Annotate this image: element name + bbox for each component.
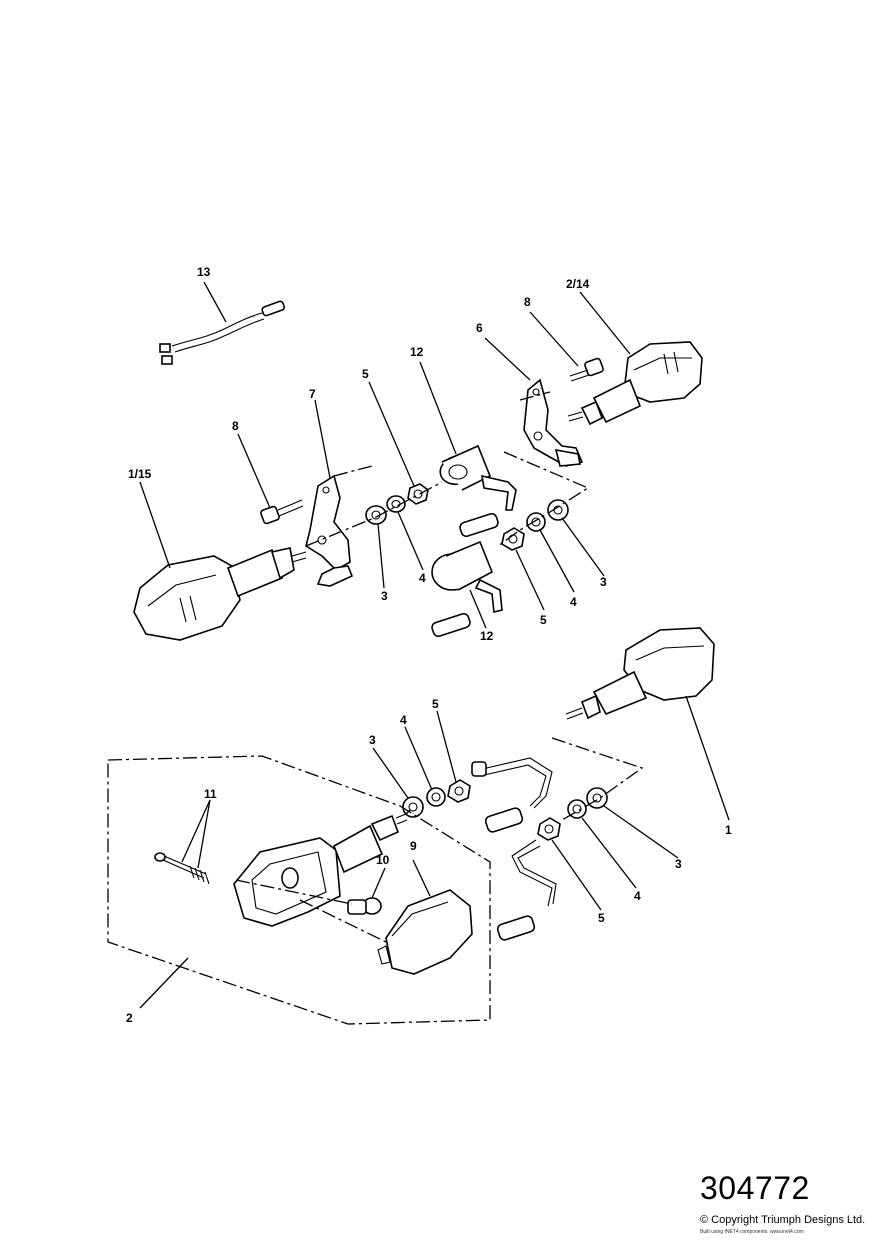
callout-8-top: 8	[524, 295, 531, 309]
callout-4-upper-left: 4	[419, 571, 426, 585]
callout-4-lower-left: 4	[400, 713, 407, 727]
callout-5-upper: 5	[362, 367, 369, 381]
indicator-body-2	[233, 813, 408, 927]
assembly-centerlines	[107, 391, 644, 1025]
callout-1-15: 1/15	[128, 467, 152, 481]
callout-7: 7	[309, 387, 316, 401]
callout-8-left: 8	[232, 419, 239, 433]
wire-connector-lower-right	[496, 839, 557, 941]
bolt-8-top	[569, 357, 604, 382]
indicator-1	[565, 627, 715, 720]
callout-4-lower-right: 4	[634, 889, 641, 903]
build-note: Built using INET4 components. www.inet4.…	[700, 1229, 804, 1235]
callout-3-upper-right: 3	[600, 575, 607, 589]
wiring-harness-13	[159, 300, 286, 365]
screw-11	[154, 852, 210, 885]
leader-lines	[139, 281, 730, 1009]
indicator-lens-1-15	[133, 547, 307, 641]
callout-13: 13	[197, 265, 211, 279]
copyright-notice: © Copyright Triumph Designs Ltd.	[700, 1214, 866, 1226]
washers-lower-right	[537, 787, 608, 841]
callout-5-lower-left: 5	[432, 697, 439, 711]
callout-9: 9	[410, 839, 417, 853]
callout-12-lower: 12	[480, 629, 494, 643]
callout-3-lower-right: 3	[675, 857, 682, 871]
callout-11: 11	[204, 787, 217, 801]
callout-12-top: 12	[410, 345, 424, 359]
washers-lower-left	[402, 779, 471, 818]
bolt-8-left	[260, 499, 304, 525]
washers-upper-left	[365, 483, 429, 525]
wire-connector-lower-left	[471, 757, 553, 833]
callout-3-upper-left: 3	[381, 589, 388, 603]
callout-4-upper-right: 4	[570, 595, 577, 609]
lens-9	[377, 889, 473, 975]
indicator-lens-2-14	[567, 341, 703, 426]
bracket-7	[305, 474, 354, 587]
callout-6: 6	[476, 321, 483, 335]
callout-5-upper-right: 5	[540, 613, 547, 627]
rubber-mount-12-upper	[439, 444, 517, 511]
bulb-10	[347, 897, 382, 915]
callout-2: 2	[126, 1011, 133, 1025]
callout-1: 1	[725, 823, 732, 837]
callout-10: 10	[376, 853, 390, 867]
callout-3-lower-left: 3	[369, 733, 376, 747]
callout-5-lower-right: 5	[598, 911, 605, 925]
bracket-6	[523, 378, 584, 467]
callout-labels: 13 2/14 8 6 12 5 7 8 1/15 3 4 12 5 4 3 3…	[126, 265, 732, 1025]
callout-2-14: 2/14	[566, 277, 590, 291]
rubber-mount-12-lower	[431, 512, 503, 638]
diagram-number: 304772	[700, 1170, 810, 1206]
